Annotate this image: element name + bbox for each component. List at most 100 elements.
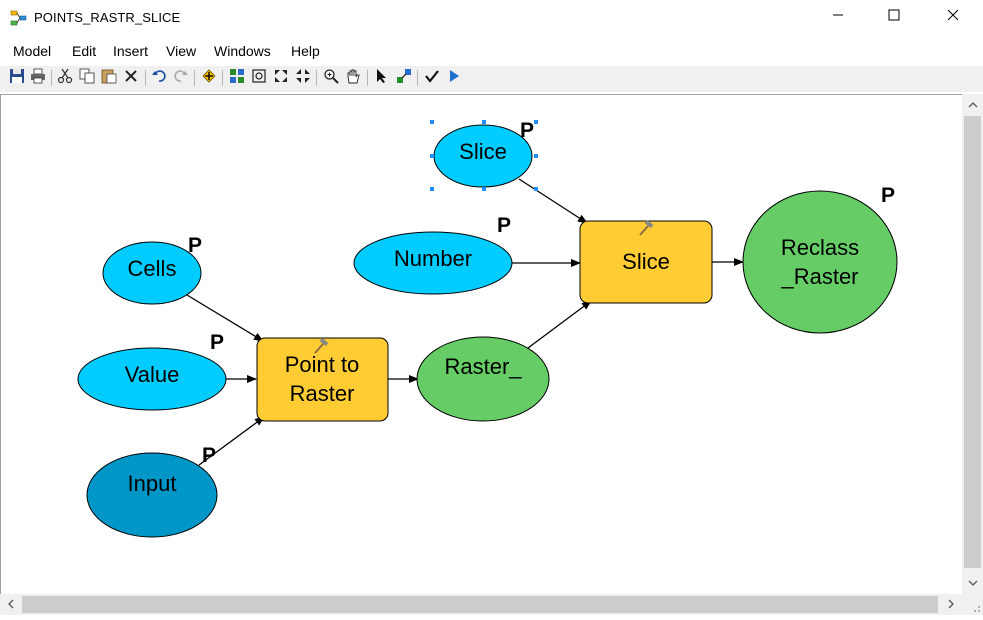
chevron-right-icon bbox=[947, 596, 955, 614]
connector-slice-var-to-slice bbox=[518, 178, 588, 224]
paste-button[interactable] bbox=[100, 69, 118, 87]
fixed-zoom-in-button[interactable] bbox=[272, 69, 290, 87]
add-data-icon bbox=[201, 68, 217, 89]
save-icon bbox=[9, 68, 25, 89]
save-button[interactable] bbox=[8, 68, 26, 89]
node-slice-tool-label: Slice bbox=[622, 249, 670, 274]
hammer-icon bbox=[314, 337, 329, 354]
print-button[interactable] bbox=[29, 68, 47, 89]
vertical-scroll-thumb[interactable] bbox=[964, 116, 981, 568]
toolbar-separator bbox=[417, 70, 418, 86]
node-reclass-raster-label-line2: _Raster bbox=[780, 264, 858, 289]
paste-icon bbox=[101, 68, 117, 89]
node-cells[interactable]: Cells bbox=[102, 241, 202, 305]
redo-button[interactable] bbox=[172, 69, 190, 87]
node-slice-variable[interactable]: Slice bbox=[430, 120, 538, 191]
model-diagram: Slice P Number P bbox=[77, 119, 898, 538]
model-app-icon bbox=[10, 9, 28, 32]
pan-button[interactable] bbox=[344, 69, 362, 87]
validate-button[interactable] bbox=[423, 69, 441, 87]
toolbar-strip bbox=[4, 66, 466, 90]
full-extent-button[interactable] bbox=[250, 68, 268, 89]
close-button[interactable] bbox=[930, 0, 976, 34]
connector-raster-to-slice bbox=[527, 300, 592, 349]
toolbar-separator bbox=[145, 70, 146, 86]
cut-button[interactable] bbox=[56, 68, 74, 89]
auto-layout-button[interactable] bbox=[228, 68, 246, 89]
node-raster-output[interactable]: Raster_ bbox=[416, 336, 550, 422]
copy-button[interactable] bbox=[78, 68, 96, 89]
menu-bar: Model Edit Insert View Windows Help bbox=[0, 40, 983, 64]
chevron-up-icon bbox=[968, 96, 978, 114]
undo-button[interactable] bbox=[150, 69, 168, 87]
fixed-zoom-out-icon bbox=[295, 68, 311, 89]
horizontal-scrollbar[interactable] bbox=[0, 594, 962, 615]
scroll-left-button[interactable] bbox=[2, 596, 19, 613]
hammer-icon bbox=[639, 219, 654, 236]
print-icon bbox=[30, 68, 46, 89]
node-reclass-raster[interactable]: Reclass _Raster bbox=[742, 190, 898, 334]
menu-edit[interactable]: Edit bbox=[72, 43, 97, 59]
resize-grip[interactable] bbox=[962, 594, 983, 615]
select-icon bbox=[374, 68, 390, 89]
node-slice-tool[interactable]: Slice bbox=[579, 219, 713, 304]
toolbar-separator bbox=[316, 70, 317, 86]
zoom-in-icon bbox=[323, 68, 339, 89]
delete-button[interactable] bbox=[122, 69, 140, 87]
node-input-label: Input bbox=[128, 471, 177, 496]
redo-icon bbox=[173, 68, 189, 89]
node-slice-variable-label: Slice bbox=[459, 139, 507, 164]
parameter-marker-cells: P bbox=[188, 234, 202, 257]
delete-icon bbox=[123, 68, 139, 89]
window-title: POINTS_RASTR_SLICE bbox=[34, 10, 181, 25]
menu-model[interactable]: Model bbox=[13, 43, 52, 59]
node-point-to-raster[interactable]: Point to Raster bbox=[256, 337, 389, 422]
toolbar bbox=[0, 66, 983, 92]
run-button[interactable] bbox=[445, 69, 463, 87]
undo-icon bbox=[151, 68, 167, 89]
parameter-marker-value: P bbox=[210, 331, 224, 354]
scroll-right-button[interactable] bbox=[942, 596, 959, 613]
node-value[interactable]: Value bbox=[77, 347, 227, 411]
fixed-zoom-out-button[interactable] bbox=[294, 68, 312, 89]
selection-handles[interactable] bbox=[430, 120, 538, 191]
parameter-marker-slice-variable: P bbox=[520, 119, 534, 142]
node-value-label: Value bbox=[125, 362, 180, 387]
menu-insert[interactable]: Insert bbox=[113, 43, 149, 59]
connector-cells-to-point-to-raster bbox=[186, 294, 264, 342]
connect-button[interactable] bbox=[395, 68, 413, 87]
toolbar-separator bbox=[194, 70, 195, 86]
vertical-scrollbar[interactable] bbox=[962, 94, 983, 594]
cut-icon bbox=[57, 68, 73, 89]
select-button[interactable] bbox=[373, 68, 391, 89]
toolbar-separator bbox=[222, 70, 223, 86]
node-point-to-raster-label-line2: Raster bbox=[290, 381, 355, 406]
node-number[interactable]: Number bbox=[353, 231, 513, 295]
node-raster-output-label: Raster_ bbox=[444, 354, 522, 379]
menu-help[interactable]: Help bbox=[291, 43, 320, 59]
parameter-marker-input: P bbox=[202, 444, 216, 467]
pan-icon bbox=[345, 68, 361, 89]
full-extent-icon bbox=[251, 68, 267, 89]
menu-view[interactable]: View bbox=[166, 43, 197, 59]
resize-grip-icon bbox=[962, 602, 983, 619]
copy-icon bbox=[79, 68, 95, 89]
connector-input-to-point-to-raster bbox=[198, 416, 265, 466]
node-point-to-raster-label-line1: Point to bbox=[285, 352, 360, 377]
menu-windows[interactable]: Windows bbox=[214, 43, 271, 59]
zoom-in-button[interactable] bbox=[322, 68, 340, 89]
add-data-button[interactable] bbox=[200, 68, 218, 89]
node-cells-label: Cells bbox=[128, 256, 177, 281]
maximize-button[interactable] bbox=[871, 0, 917, 34]
auto-layout-icon bbox=[229, 68, 245, 89]
title-bar: POINTS_RASTR_SLICE bbox=[0, 0, 983, 36]
scroll-up-button[interactable] bbox=[964, 96, 981, 113]
node-input[interactable]: Input bbox=[86, 452, 218, 538]
scroll-down-button[interactable] bbox=[964, 574, 981, 591]
horizontal-scroll-thumb[interactable] bbox=[22, 596, 938, 613]
minimize-icon bbox=[832, 8, 844, 26]
chevron-down-icon bbox=[968, 574, 978, 592]
toolbar-separator bbox=[51, 70, 52, 86]
model-canvas[interactable]: Slice P Number P bbox=[0, 94, 963, 595]
minimize-button[interactable] bbox=[815, 0, 861, 34]
